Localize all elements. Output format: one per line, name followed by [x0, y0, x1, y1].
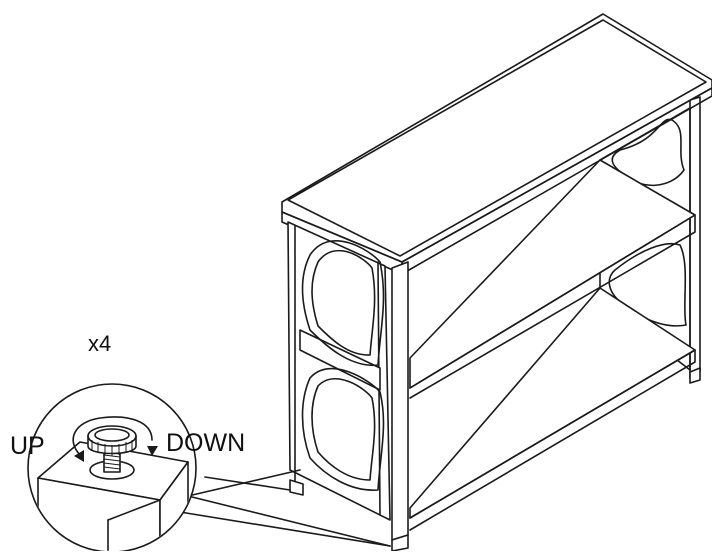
- back-right-post: [689, 96, 701, 379]
- quantity-label: x4: [88, 331, 112, 356]
- front-arch-bottom: [301, 367, 385, 491]
- front-arch-top-inner: [311, 249, 376, 356]
- side-rail-middle: [299, 329, 381, 391]
- rotate-arrows-icon: [72, 416, 158, 462]
- bottom-shelf-front: [409, 349, 696, 531]
- front-arch-top: [301, 240, 385, 366]
- front-right-post: [391, 261, 409, 541]
- shelf-top-side-lip: [401, 87, 712, 275]
- left-side-frame: [287, 221, 391, 521]
- back-arch-bottom: [608, 243, 687, 327]
- back-foot: [689, 367, 701, 384]
- bookshelf: [281, 13, 712, 552]
- front-foot: [391, 534, 409, 552]
- up-label: UP: [10, 432, 45, 460]
- front-arch-bottom-inner: [311, 378, 376, 481]
- shelf-top-edge: [287, 19, 707, 257]
- middle-shelf-front: [409, 214, 696, 399]
- callout-lines: [179, 469, 391, 547]
- left-foot: [289, 479, 304, 496]
- leveler-detail: [27, 383, 197, 553]
- down-label: DOWN: [166, 429, 246, 457]
